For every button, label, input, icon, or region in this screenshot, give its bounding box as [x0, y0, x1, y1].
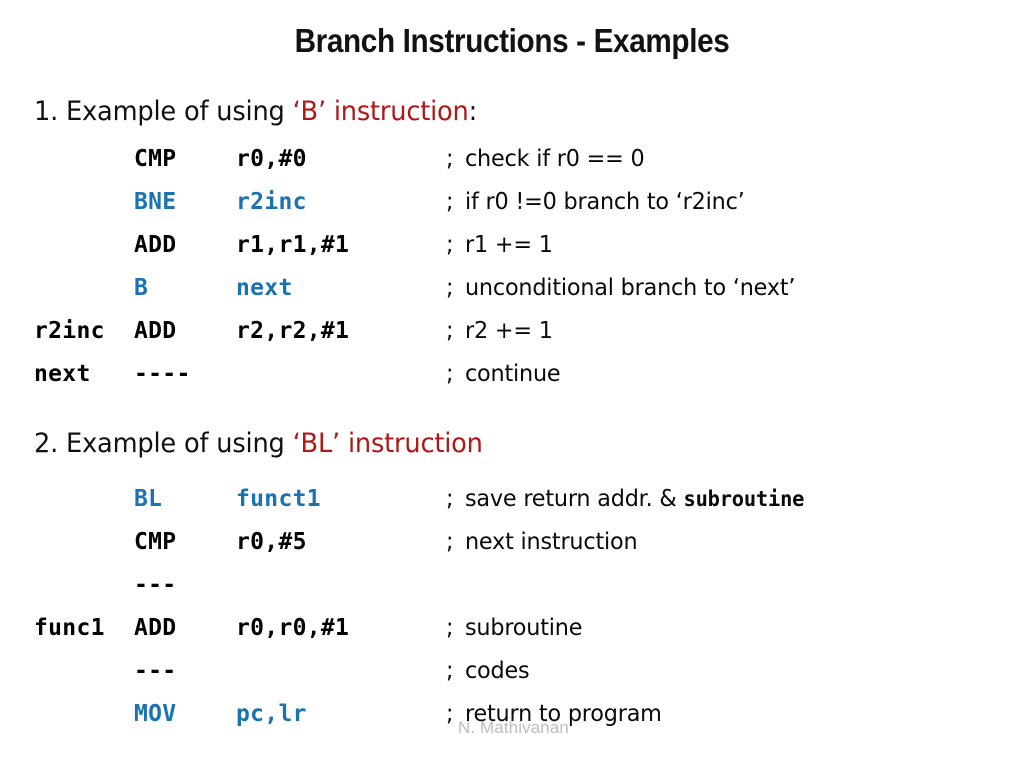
code-mnemonic: ADD — [134, 318, 177, 344]
code-operand: pc,lr — [236, 701, 307, 727]
comment-text: save return addr. & — [464, 486, 684, 512]
section-heading-1-suffix: : — [468, 96, 478, 127]
section-heading-1: 1. Example of using ‘B’ instruction: — [34, 96, 477, 127]
comment-text: codes — [464, 658, 530, 684]
code-operand: r0,#0 — [236, 146, 307, 172]
code-comment: ; if r0 !=0 branch to ‘r2inc’ — [446, 187, 745, 217]
code-operand: r2,r2,#1 — [236, 318, 350, 344]
code-mnemonic: --- — [134, 658, 177, 684]
code-row: ADD r1,r1,#1 ; r1 += 1 — [0, 230, 1024, 273]
comment-text: r1 += 1 — [464, 232, 553, 258]
code-block-example-b: CMP r0,#0 ; check if r0 == 0 BNE r2inc ; i… — [0, 144, 1024, 402]
code-row: --- — [0, 570, 1024, 613]
code-row: --- ; codes — [0, 656, 1024, 699]
section-heading-2-accent: ‘BL’ instruction — [292, 428, 483, 459]
section-heading-1-prefix: 1. Example of using — [34, 96, 293, 127]
code-comment: ; subroutine — [446, 613, 582, 643]
code-mnemonic: BNE — [134, 189, 177, 215]
code-comment: ; r1 += 1 — [446, 230, 553, 260]
comment-mono-text: subroutine — [683, 487, 805, 511]
code-comment: ; next instruction — [446, 527, 638, 557]
code-mnemonic: --- — [134, 572, 177, 598]
code-comment: ; save return addr. & subroutine — [446, 484, 804, 514]
comment-text: if r0 !=0 branch to ‘r2inc’ — [464, 189, 745, 215]
code-label: func1 — [34, 615, 105, 641]
comment-semicolon-icon: ; — [446, 658, 454, 684]
comment-text: subroutine — [464, 615, 583, 641]
comment-semicolon-icon: ; — [446, 701, 454, 727]
comment-semicolon-icon: ; — [446, 615, 454, 641]
page-title: Branch Instructions - Examples — [294, 22, 730, 59]
code-mnemonic: B — [134, 275, 149, 301]
code-row: BNE r2inc ; if r0 !=0 branch to ‘r2inc’ — [0, 187, 1024, 230]
comment-text: return to program — [464, 701, 662, 727]
comment-semicolon-icon: ; — [446, 189, 454, 215]
code-comment: ; continue — [446, 359, 561, 389]
comment-text: next instruction — [464, 529, 638, 555]
code-label: next — [34, 361, 91, 387]
comment-semicolon-icon: ; — [446, 146, 454, 172]
code-mnemonic: CMP — [134, 146, 177, 172]
code-operand: r2inc — [236, 189, 307, 215]
comment-text: unconditional branch to ‘next’ — [464, 275, 796, 301]
code-mnemonic: ---- — [134, 361, 191, 387]
code-label: r2inc — [34, 318, 105, 344]
code-row: CMP r0,#0 ; check if r0 == 0 — [0, 144, 1024, 187]
code-row: next ---- ; continue — [0, 359, 1024, 402]
code-operand: r1,r1,#1 — [236, 232, 350, 258]
code-operand: r0,r0,#1 — [236, 615, 350, 641]
code-comment: ; check if r0 == 0 — [446, 144, 645, 174]
code-mnemonic: CMP — [134, 529, 177, 555]
code-row: CMP r0,#5 ; next instruction — [0, 527, 1024, 570]
code-mnemonic: BL — [134, 486, 163, 512]
comment-semicolon-icon: ; — [446, 361, 454, 387]
code-mnemonic: ADD — [134, 232, 177, 258]
code-row: func1 ADD r0,r0,#1 ; subroutine — [0, 613, 1024, 656]
code-row: MOV pc,lr ; return to program — [0, 699, 1024, 742]
author-watermark: N. Mathivanan — [458, 718, 569, 737]
code-mnemonic: MOV — [134, 701, 177, 727]
code-row: B next ; unconditional branch to ‘next’ — [0, 273, 1024, 316]
comment-text: check if r0 == 0 — [464, 146, 645, 172]
section-heading-1-accent: ‘B’ instruction — [292, 96, 469, 127]
code-operand: funct1 — [236, 486, 321, 512]
code-row: r2inc ADD r2,r2,#1 ; r2 += 1 — [0, 316, 1024, 359]
code-comment: ; unconditional branch to ‘next’ — [446, 273, 795, 303]
code-comment: ; return to program — [446, 699, 662, 729]
comment-semicolon-icon: ; — [446, 232, 454, 258]
comment-semicolon-icon: ; — [446, 529, 454, 555]
comment-semicolon-icon: ; — [446, 486, 454, 512]
section-heading-2: 2. Example of using ‘BL’ instruction — [34, 428, 483, 459]
code-comment: ; r2 += 1 — [446, 316, 553, 346]
code-comment: ; codes — [446, 656, 530, 686]
comment-semicolon-icon: ; — [446, 318, 454, 344]
comment-text: r2 += 1 — [464, 318, 553, 344]
comment-text: continue — [464, 361, 561, 387]
code-row: BL funct1 ; save return addr. & subroutin… — [0, 484, 1024, 527]
section-heading-2-prefix: 2. Example of using — [34, 428, 293, 459]
code-operand: next — [236, 275, 293, 301]
code-block-example-bl: BL funct1 ; save return addr. & subroutin… — [0, 484, 1024, 742]
code-operand: r0,#5 — [236, 529, 307, 555]
code-mnemonic: ADD — [134, 615, 177, 641]
comment-semicolon-icon: ; — [446, 275, 454, 301]
